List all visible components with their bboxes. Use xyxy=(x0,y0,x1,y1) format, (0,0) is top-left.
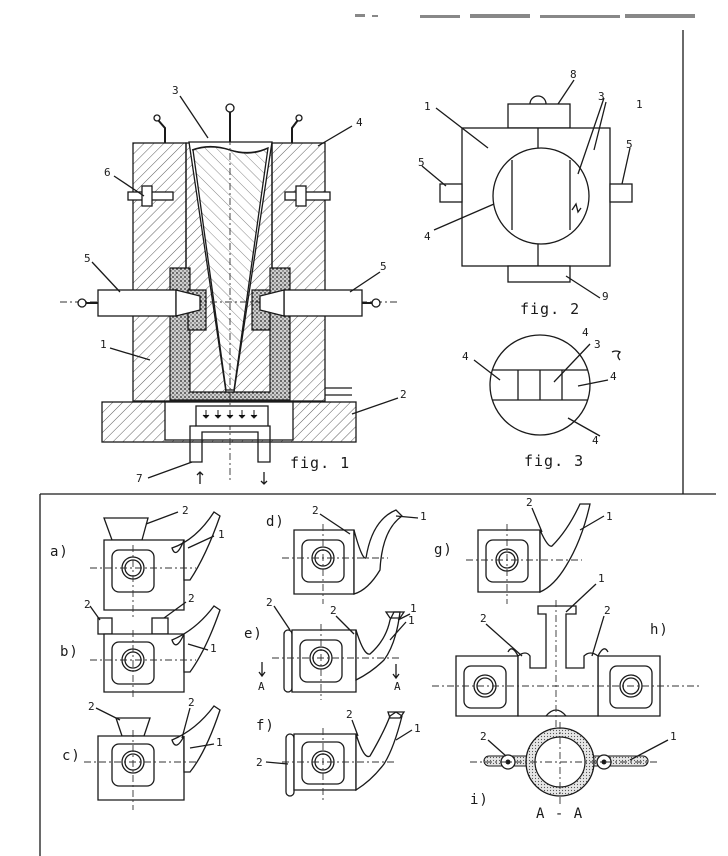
variant-d xyxy=(282,509,404,604)
variant-h-label: h) xyxy=(650,622,669,638)
svg-text:3: 3 xyxy=(594,338,601,351)
svg-text:4: 4 xyxy=(610,370,617,383)
figure-2-leaders xyxy=(421,79,631,299)
svg-text:3: 3 xyxy=(172,84,179,97)
right-core xyxy=(283,289,363,317)
svg-text:1: 1 xyxy=(100,338,107,351)
variant-f xyxy=(282,711,406,800)
svg-text:5: 5 xyxy=(626,138,633,151)
svg-text:4: 4 xyxy=(592,434,599,447)
left-core xyxy=(97,289,177,317)
variant-labels: a) 2 1 b) 2 2 1 c) 2 2 1 d) 2 1 e) 2 2 1… xyxy=(50,496,677,822)
svg-text:2: 2 xyxy=(312,504,319,517)
svg-text:2: 2 xyxy=(480,612,487,625)
svg-text:1: 1 xyxy=(218,528,225,541)
variant-h xyxy=(432,600,700,730)
figure-2-labels: 8 1 3 1 5 5 4 9 fig. 2 xyxy=(418,68,643,318)
variant-b xyxy=(90,605,221,700)
svg-text:4: 4 xyxy=(424,230,431,243)
svg-text:7: 7 xyxy=(136,472,143,485)
svg-text:2: 2 xyxy=(400,388,407,401)
figure-1-labels: 3 4 6 5 5 1 2 7 fig. 1 xyxy=(84,84,407,485)
svg-text:6: 6 xyxy=(104,166,111,179)
svg-text:1: 1 xyxy=(606,510,613,523)
variant-a-label: a) xyxy=(50,544,69,560)
svg-text:A: A xyxy=(258,680,265,693)
svg-text:1: 1 xyxy=(216,736,223,749)
variant-g xyxy=(466,503,591,604)
svg-text:9: 9 xyxy=(602,290,609,303)
variant-i-section xyxy=(470,722,660,806)
figure-3-caption: fig. 3 xyxy=(524,452,584,470)
svg-text:2: 2 xyxy=(188,592,195,605)
svg-text:1: 1 xyxy=(414,722,421,735)
svg-text:2: 2 xyxy=(604,604,611,617)
svg-text:A: A xyxy=(394,680,401,693)
svg-text:1: 1 xyxy=(636,98,643,111)
svg-text:5: 5 xyxy=(84,252,91,265)
svg-text:2: 2 xyxy=(84,598,91,611)
figure-3-leaders xyxy=(473,343,609,437)
right-pin xyxy=(609,183,633,203)
figure-3-cross-section xyxy=(489,334,591,436)
svg-text:1: 1 xyxy=(420,510,427,523)
svg-text:1: 1 xyxy=(424,100,431,113)
svg-text:2: 2 xyxy=(88,700,95,713)
svg-text:2: 2 xyxy=(346,708,353,721)
variant-c-label: c) xyxy=(62,748,81,764)
variant-g-label: g) xyxy=(434,542,453,558)
svg-text:4: 4 xyxy=(462,350,469,363)
svg-text:5: 5 xyxy=(380,260,387,273)
svg-text:8: 8 xyxy=(570,68,577,81)
variants-a-to-i xyxy=(84,503,700,810)
svg-text:3: 3 xyxy=(598,90,605,103)
svg-text:5: 5 xyxy=(418,156,425,169)
variant-b-label: b) xyxy=(60,644,79,660)
figure-2-caption: fig. 2 xyxy=(520,300,580,318)
figure-1-mold-section xyxy=(60,103,400,485)
variant-f-label: f) xyxy=(256,718,275,734)
svg-text:4: 4 xyxy=(582,326,589,339)
bottom-lug xyxy=(507,265,571,283)
variant-a xyxy=(90,511,221,620)
figure-1-leaders xyxy=(91,95,399,479)
figure-1-caption: fig. 1 xyxy=(290,454,350,472)
section-a-a-label: A - A xyxy=(536,806,583,822)
left-pin xyxy=(439,183,463,203)
figure-3-labels: 4 3 4 4 4 fig. 3 xyxy=(462,326,622,470)
variant-d-label: d) xyxy=(266,514,285,530)
top-lug xyxy=(507,103,571,129)
sheet-frame xyxy=(39,30,716,856)
svg-text:2: 2 xyxy=(266,596,273,609)
svg-text:2: 2 xyxy=(188,696,195,709)
variant-e xyxy=(258,611,406,700)
bore-circle xyxy=(492,147,590,245)
variant-e-label: e) xyxy=(244,626,263,642)
svg-text:2: 2 xyxy=(330,604,337,617)
svg-text:2: 2 xyxy=(256,756,263,769)
svg-text:1: 1 xyxy=(210,642,217,655)
svg-text:2: 2 xyxy=(526,496,533,509)
variant-leaders xyxy=(89,507,669,765)
svg-text:4: 4 xyxy=(356,116,363,129)
svg-text:2: 2 xyxy=(182,504,189,517)
svg-text:1: 1 xyxy=(670,730,677,743)
svg-text:1: 1 xyxy=(598,572,605,585)
svg-text:1: 1 xyxy=(410,602,417,615)
figure-2-top-view xyxy=(439,95,633,283)
svg-text:1: 1 xyxy=(408,614,415,627)
variant-c xyxy=(84,705,221,810)
scan-noise-header xyxy=(355,14,695,18)
variant-i-label: i) xyxy=(470,792,489,808)
svg-text:2: 2 xyxy=(480,730,487,743)
